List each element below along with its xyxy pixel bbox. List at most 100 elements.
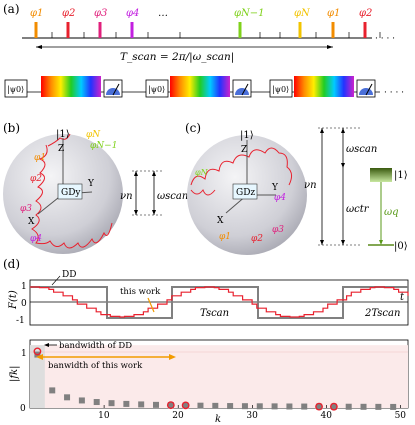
x-label: X [217,216,224,226]
pulse-ellipsis: · · · · [375,34,395,44]
level0-label: |0⟩ [394,241,408,252]
trajectory-b [31,144,113,249]
omega-ctr-label: ωctr [346,204,370,215]
dd-bandwidth-band [30,345,45,408]
x-tick-label: 40 [320,411,332,421]
panel-d-label: (d) [3,257,20,271]
meter-icon [359,88,373,95]
phase-label: φ4 [126,8,139,19]
rainbow-pulses [170,76,230,97]
omega-scan-label: ωscan [346,144,377,155]
dd-point [108,400,115,407]
fk-ytick-0: 0 [20,404,26,414]
pulse-train [34,22,381,38]
pulse-bar [98,22,102,38]
dd-point [360,403,367,410]
bw-this-label: banwidth of this work [48,361,143,371]
dd-point [167,402,174,409]
meter-needle-icon [365,83,373,96]
trajectory-c [190,147,293,186]
sequence-block-2: |ψ0⟩ [145,76,252,98]
ft-xtick-2tscan: 2Tscan [364,308,400,319]
ft-xtick-tscan: Tscan [200,308,229,319]
panel-b: (b) Z X Y |1⟩ φN φN−1 φ1 φ2 φ3 φ4 GDy νn… [3,121,188,254]
state-prep-box [4,79,28,98]
x-tick-label: 30 [246,411,258,421]
this-work-point [33,347,42,356]
this-work-point [166,401,175,410]
panel-c-label: (c) [185,121,201,135]
trajectory-b-top [47,133,71,147]
meter-icon [106,88,120,95]
panel-a-label: (a) [3,2,20,16]
pulse-bar [298,22,302,38]
this-work-waveform [30,286,409,318]
this-work-pointer [147,297,155,313]
ft-ytick-0: 0 [21,299,27,309]
pulse-bar [130,22,134,38]
phiN-label: φN [86,130,101,140]
this-work-bandwidth-band [30,345,408,408]
dd-point [49,387,56,394]
trajectory-c-left [190,188,216,196]
meter-icon [235,88,249,95]
dd-pointer [51,275,61,286]
level1-label: |1⟩ [394,170,408,181]
this-work-point [315,402,323,411]
phi2-label: φ2 [30,174,42,184]
arrow-head [341,163,345,168]
phase-label: φN−1 [234,8,265,19]
dd-point [286,403,293,410]
ft-ytick-m1: -1 [16,316,25,326]
dd-point [375,403,382,410]
phase-label: … [158,8,168,19]
gd-label: GDz [236,188,255,198]
x-label: X [28,217,35,227]
phi2-label: φ2 [251,234,263,244]
rainbow-pulses [41,76,101,97]
dd-point [93,399,100,406]
pulse-bar [66,22,70,38]
tscan-formula: T_scan = 2π/|ω_scan| [120,51,234,64]
panel-d: (d) F(t) 1 0 -1 t Tscan 2Tscan DD this w… [3,257,409,425]
omega-scan-label: ωscan [157,191,188,202]
this-work-point [181,401,190,410]
dd-point [212,402,219,409]
fk-marks [33,347,397,411]
phi1-label: φ1 [34,153,46,163]
ft-plot-frame [29,279,409,326]
phase-label: φ2 [359,8,372,19]
arrow-head [379,240,383,245]
dd-point [123,400,130,407]
ft-ytick-1: 1 [21,282,27,292]
dd-point [182,402,189,409]
y-label: Y [271,183,279,193]
meter-needle-icon [112,83,120,96]
dd-point [390,403,397,410]
state-label: |ψ0⟩ [272,85,289,94]
pulse-bar [34,22,38,38]
dd-point [256,403,263,410]
arrow-head [341,240,345,245]
arrow-head [320,240,324,245]
this-work-point [329,402,338,411]
dd-point [153,401,159,408]
z-label: Z [241,145,247,155]
dd-label: DD [62,270,76,280]
fk-xlabel: k [215,414,221,425]
panel-b-label: (b) [3,121,20,135]
excited-level-band [370,168,392,182]
dd-point [64,394,71,401]
arrow-head [152,210,156,215]
phase-label: φ2 [62,8,75,19]
arrow-head [320,128,324,133]
phiN-label: φN [195,168,209,177]
dd-point [138,401,145,408]
this-work-label: this work [120,287,161,297]
phiN-1-label: φN−1 [90,141,117,151]
x-tick-label: 50 [395,411,407,421]
dd-point [271,403,278,410]
state-prep-box [269,79,293,98]
arrow-head [44,343,49,347]
